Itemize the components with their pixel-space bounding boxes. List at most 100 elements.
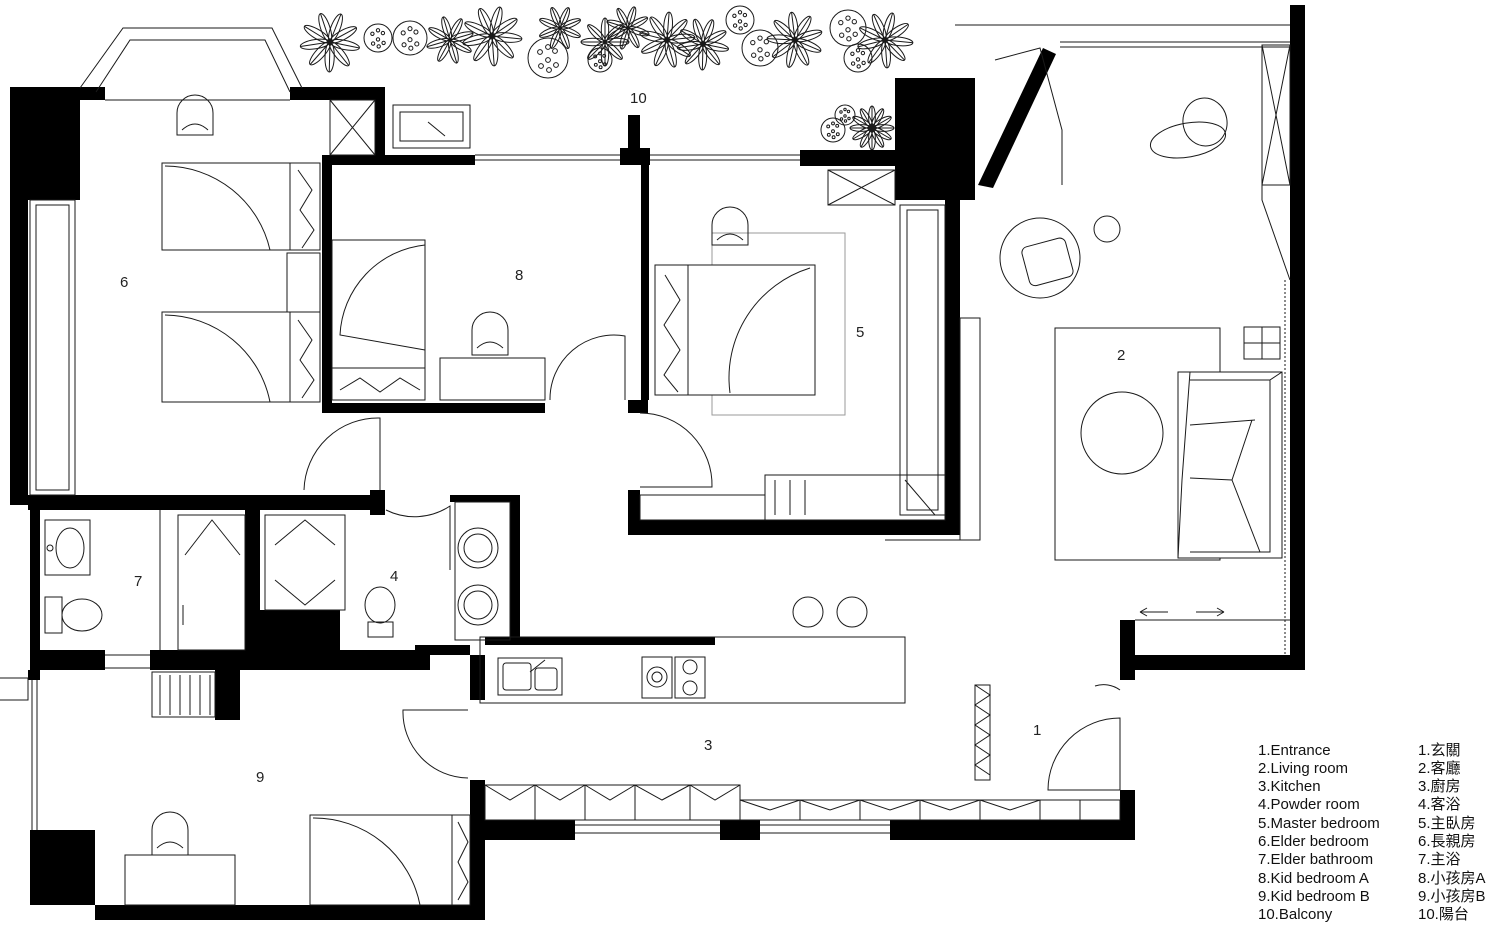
wall-segment <box>470 780 485 920</box>
shower <box>177 514 246 651</box>
plant-bush-dot <box>839 32 845 38</box>
bay-window <box>79 27 303 89</box>
bar-stool <box>836 596 868 628</box>
shoe-cabinet <box>974 684 991 781</box>
plant-leaf-vein <box>852 116 873 129</box>
utility-sink-tap <box>427 121 446 137</box>
wall-segment <box>322 155 475 165</box>
bed-cover <box>164 165 271 251</box>
plant-leafy <box>676 18 730 71</box>
toilet-bowl <box>61 598 103 632</box>
toilet-tank <box>367 621 394 638</box>
plant-bush-dot <box>855 48 861 53</box>
wall-segment <box>895 78 975 200</box>
plant-bush-dot <box>598 65 603 70</box>
toilet-tank <box>44 596 63 634</box>
shaft-box <box>827 169 896 206</box>
utility-sink <box>392 104 471 149</box>
plant-bush-dot <box>376 44 381 49</box>
cabinet-dividers <box>739 799 1081 820</box>
side-table <box>1093 215 1121 243</box>
legend-item-en: 9.Kid bedroom B <box>1258 888 1370 905</box>
floor-lamp-icon <box>1149 121 1227 159</box>
wall-segment <box>641 165 649 400</box>
coffee-table <box>1080 391 1164 475</box>
sink <box>44 519 91 576</box>
armchair <box>999 217 1081 299</box>
plant-bush-dot <box>407 26 413 32</box>
chair-icon <box>176 94 214 136</box>
wall-segment <box>628 520 960 535</box>
legend-item-zh: 1.玄關 <box>1418 742 1461 759</box>
wardrobe <box>899 204 946 516</box>
plant-leafy <box>539 7 581 49</box>
wall-segment <box>80 87 105 100</box>
plant-bush-dot <box>602 53 607 58</box>
wall-segment <box>30 830 95 905</box>
door-powder-room <box>385 505 451 570</box>
room-label-kid-bedroom-b: 9 <box>256 769 264 786</box>
plant-bush-dot <box>826 124 831 129</box>
plant-bush-dot <box>861 60 866 66</box>
sofa <box>1177 371 1283 559</box>
doors <box>303 47 1121 791</box>
wall-segment <box>28 495 385 510</box>
plant-bush-dot <box>826 132 831 137</box>
plant-bush-dot <box>751 52 757 58</box>
shaft-cross <box>827 169 896 206</box>
plant-bush-dot <box>598 51 602 56</box>
plant-leaf-vein <box>852 127 873 140</box>
elder-bedroom-furniture <box>161 94 321 403</box>
windows <box>0 24 1291 834</box>
plant-bush-dot <box>850 51 855 56</box>
plant-leaf-vein <box>794 31 822 41</box>
nightstand <box>286 252 321 313</box>
wall-segment <box>628 490 640 535</box>
bed-cover <box>164 314 271 403</box>
plant-bush-dot <box>370 41 376 46</box>
wall-segment <box>628 400 648 413</box>
legend-item-zh: 10.陽台 <box>1418 906 1469 923</box>
plant-leaf-vein <box>871 116 892 129</box>
plant-bush-dot <box>593 62 598 67</box>
wall-segment <box>1120 655 1305 670</box>
plant-bush-dot <box>538 63 544 69</box>
door-master-bedroom <box>639 412 713 488</box>
wall-segment <box>370 490 385 515</box>
stove-burner-ring <box>651 671 663 683</box>
wall-segment <box>28 670 40 680</box>
wall-segment <box>485 637 715 645</box>
legend-item-en: 6.Elder bedroom <box>1258 833 1369 850</box>
plant-bush-dot <box>850 61 856 66</box>
room-label-master-bedroom: 5 <box>856 324 864 341</box>
chair-icon <box>471 311 509 356</box>
legend-item-en: 1.Entrance <box>1258 742 1331 759</box>
bed-pillow <box>457 821 469 901</box>
shaft-cross <box>1261 44 1291 186</box>
room-label-powder-room: 4 <box>390 568 398 585</box>
legend-item-zh: 9.小孩房B <box>1418 888 1486 905</box>
stove-burner-ring <box>646 666 668 688</box>
bed <box>161 311 321 403</box>
plant-bush-dot <box>839 117 844 121</box>
shower <box>264 514 346 611</box>
sink-tap <box>529 659 546 673</box>
window-line <box>1261 185 1291 281</box>
plant-leaf-vein <box>884 23 909 41</box>
shaft-cross <box>329 99 376 156</box>
plant-bush <box>587 47 613 73</box>
plant-bush-dot <box>851 19 857 25</box>
wall-segment <box>800 150 900 166</box>
kitchen-fixtures <box>479 596 1121 821</box>
legend-item-zh: 5.主臥房 <box>1418 815 1476 832</box>
legend-item-en: 2.Living room <box>1258 760 1348 777</box>
shower-door <box>184 519 241 556</box>
plant-bush-dot <box>855 57 861 62</box>
plant-bush-dot <box>553 62 559 68</box>
armchair-seat <box>1021 237 1074 287</box>
room-label-kid-bedroom-a: 8 <box>515 267 523 284</box>
desk <box>124 854 236 906</box>
plant-bush-dot <box>835 123 840 128</box>
plant-bush-dot <box>763 39 769 45</box>
